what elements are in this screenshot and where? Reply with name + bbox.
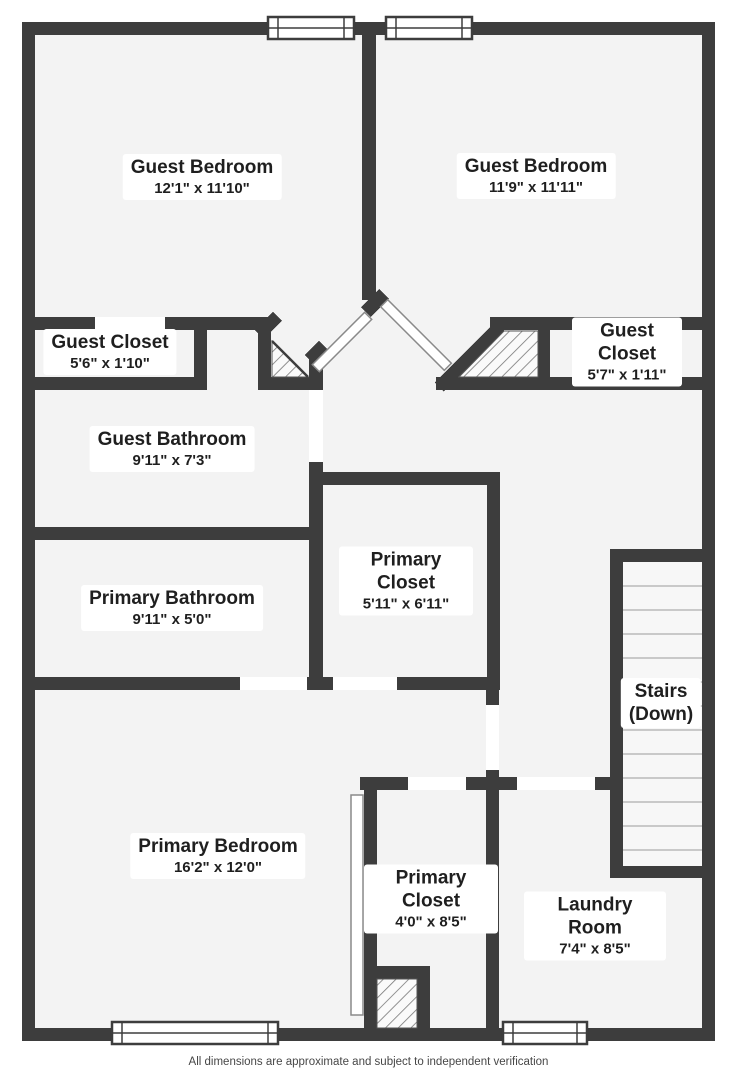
room-label-guest-bedroom-1: Guest Bedroom 12'1" x 11'10"	[122, 154, 282, 200]
window-top-right	[384, 15, 474, 41]
window-bottom-left	[110, 1020, 280, 1046]
hatched-areas	[271, 330, 539, 1029]
room-label-primary-closet-2: Primary Closet 4'0" x 8'5"	[364, 864, 498, 934]
room-label-guest-closet-1: Guest Closet 5'6" x 1'10"	[43, 329, 177, 375]
room-label-primary-bedroom: Primary Bedroom 16'2" x 12'0"	[130, 833, 306, 879]
windows	[110, 15, 589, 1046]
room-label-stairs: Stairs (Down)	[620, 678, 702, 728]
door-openings	[95, 317, 595, 790]
sliding-door-leaf	[350, 794, 364, 1016]
room-label-primary-bathroom: Primary Bathroom 9'11" x 5'0"	[81, 585, 263, 631]
disclaimer-text: All dimensions are approximate and subje…	[188, 1056, 549, 1068]
room-label-guest-bathroom: Guest Bathroom 9'11" x 7'3"	[89, 426, 255, 472]
room-label-guest-closet-2: Guest Closet 5'7" x 1'11"	[572, 317, 682, 387]
room-label-primary-closet: Primary Closet 5'11" x 6'11"	[339, 546, 473, 616]
room-label-laundry-room: Laundry Room 7'4" x 8'5"	[524, 891, 666, 961]
window-bottom-right	[501, 1020, 589, 1046]
window-top-left	[266, 15, 356, 41]
door-leaves	[311, 298, 453, 1016]
room-label-guest-bedroom-2: Guest Bedroom 11'9" x 11'11"	[456, 153, 616, 199]
